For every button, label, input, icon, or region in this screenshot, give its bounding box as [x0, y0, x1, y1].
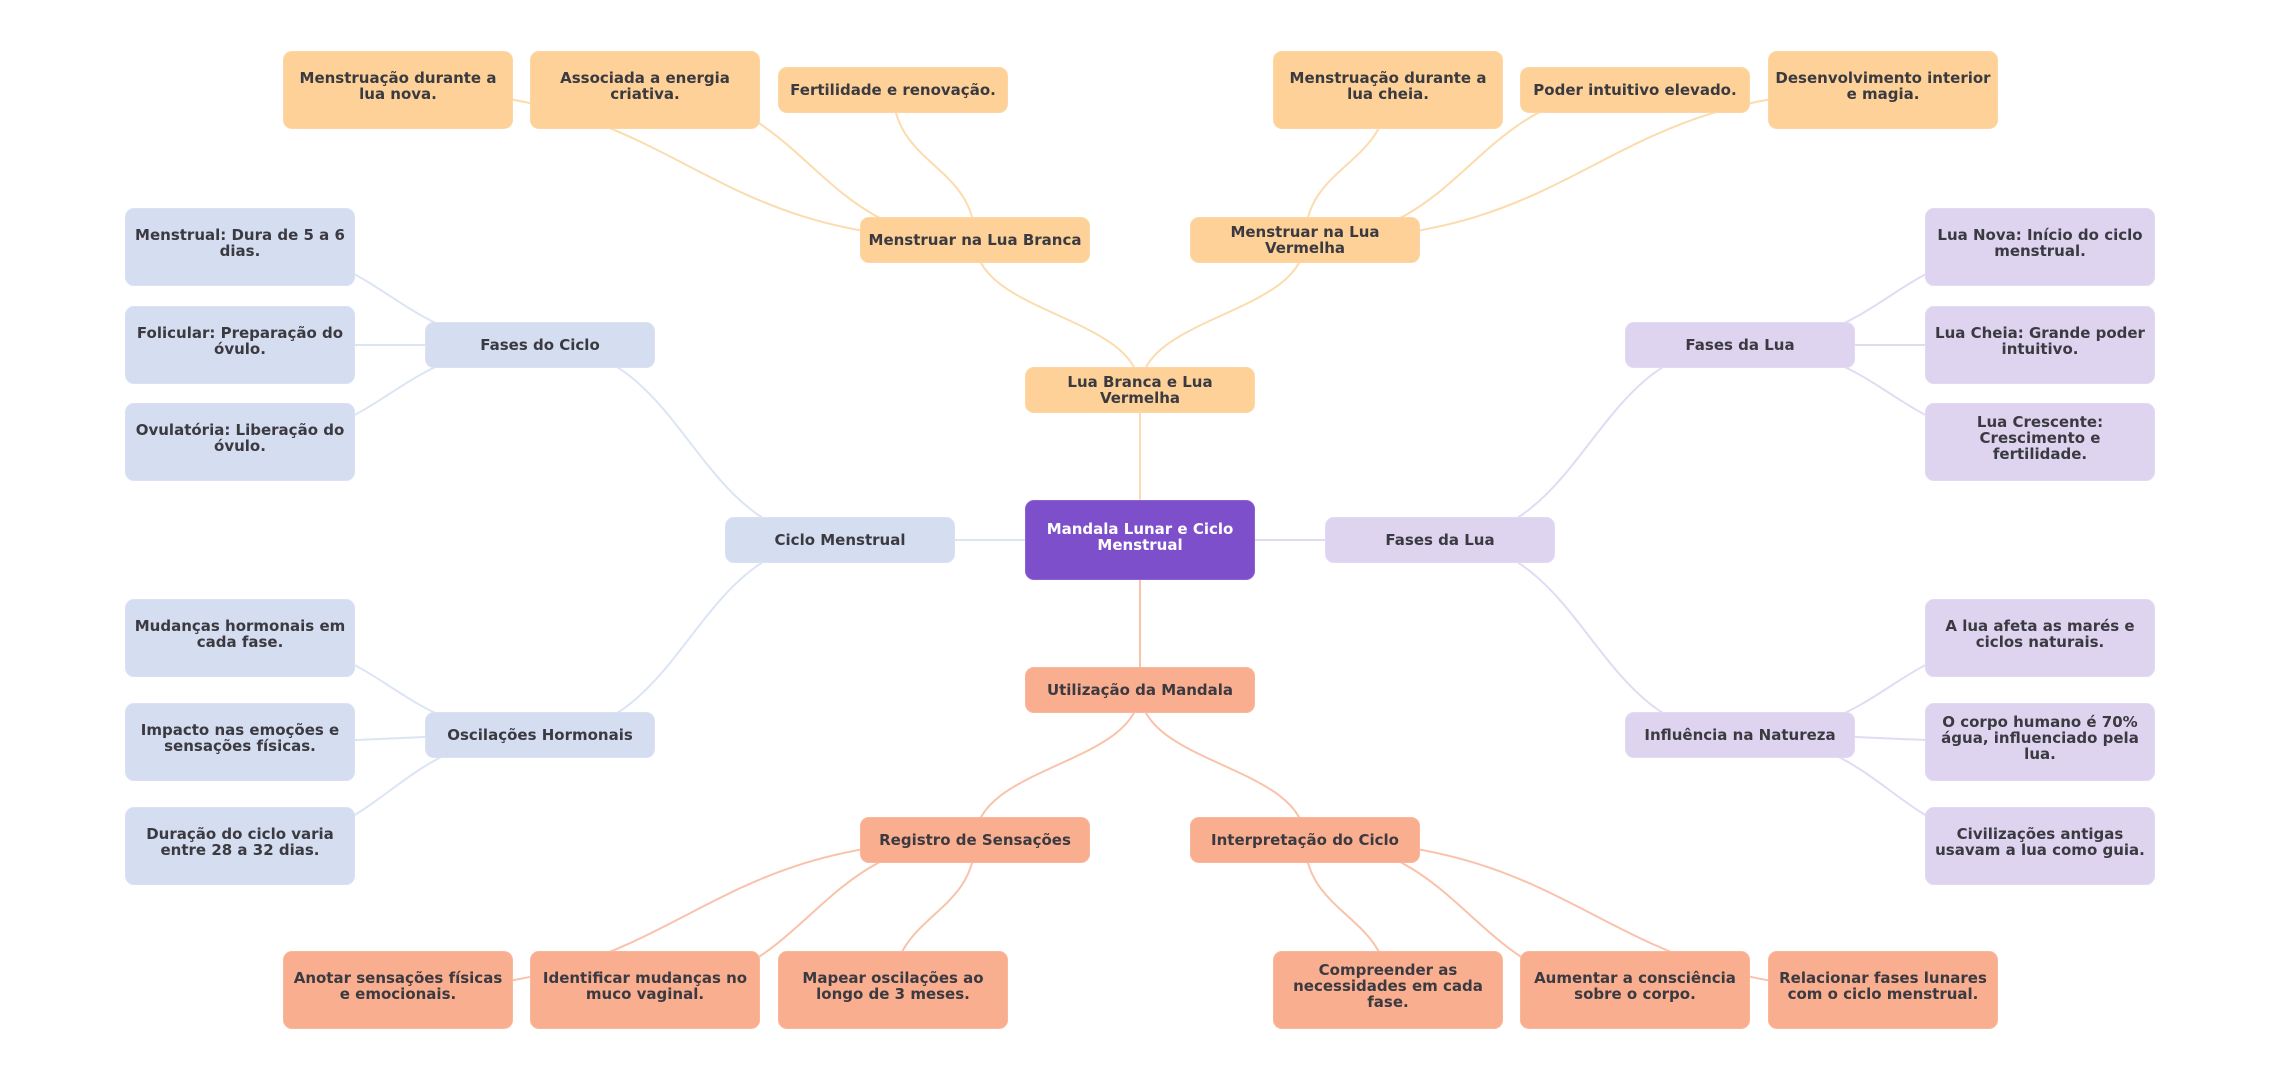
node-label: Fases do Ciclo	[480, 336, 600, 354]
leaf-node[interactable]: Lua Nova: Início do ciclo menstrual.	[1925, 208, 2155, 286]
leaf-node[interactable]: Menstruação durante a lua cheia.	[1273, 51, 1503, 129]
subtopic-node-influencia-natureza[interactable]: Influência na Natureza	[1625, 712, 1855, 758]
node-label: Fases da Lua	[1685, 336, 1795, 354]
node-label: Interpretação do Ciclo	[1211, 831, 1399, 849]
connector-ciclo_menstrual-oscilacoes	[539, 539, 841, 736]
node-label: Fertilidade e renovação.	[790, 81, 996, 99]
subtopic-node-menstruar-lua-branca[interactable]: Menstruar na Lua Branca	[860, 217, 1090, 263]
topic-node-utilizacao-mandala[interactable]: Utilização da Mandala	[1025, 667, 1255, 713]
subtopic-node-interpretacao-ciclo[interactable]: Interpretação do Ciclo	[1190, 817, 1420, 863]
leaf-node[interactable]: Mudanças hormonais em cada fase.	[125, 599, 355, 677]
node-label: O corpo humano é 70% água, influenciado …	[1941, 713, 2139, 763]
subtopic-node-fases-da-lua[interactable]: Fases da Lua	[1625, 322, 1855, 368]
leaf-node[interactable]: Ovulatória: Liberação do óvulo.	[125, 403, 355, 481]
node-label: Lua Nova: Início do ciclo menstrual.	[1937, 226, 2143, 260]
subtopic-node-menstruar-lua-vermelha[interactable]: Menstruar na Lua Vermelha	[1190, 217, 1420, 263]
node-label: Fases da Lua	[1385, 531, 1495, 549]
node-label: Ovulatória: Liberação do óvulo.	[135, 421, 345, 455]
leaf-node[interactable]: Menstruação durante a lua nova.	[283, 51, 513, 129]
leaf-node[interactable]: Poder intuitivo elevado.	[1520, 67, 1750, 113]
leaf-node[interactable]: O corpo humano é 70% água, influenciado …	[1925, 703, 2155, 781]
node-label: Associada a energia criativa.	[560, 69, 730, 103]
connector-lua_branca_vermelha-menstruar_vermelha	[1139, 239, 1306, 391]
leaf-node[interactable]: Lua Crescente: Crescimento e fertilidade…	[1925, 403, 2155, 481]
node-label: Duração do ciclo varia entre 28 a 32 dia…	[146, 825, 334, 859]
leaf-node[interactable]: Aumentar a consciência sobre o corpo.	[1520, 951, 1750, 1029]
node-label: Lua Crescente: Crescimento e fertilidade…	[1976, 413, 2104, 463]
leaf-node[interactable]: Impacto nas emoções e sensações físicas.	[125, 703, 355, 781]
leaf-node[interactable]: Folicular: Preparação do óvulo.	[125, 306, 355, 384]
node-label: Oscilações Hormonais	[447, 726, 633, 744]
node-label: Anotar sensações físicas e emocionais.	[293, 969, 503, 1003]
leaf-node[interactable]: A lua afeta as marés e ciclos naturais.	[1925, 599, 2155, 677]
node-label: Mandala Lunar e Ciclo Menstrual	[1046, 520, 1234, 554]
node-label: Menstrual: Dura de 5 a 6 dias.	[135, 226, 345, 260]
central-topic-node[interactable]: Mandala Lunar e Ciclo Menstrual	[1025, 500, 1255, 580]
node-label: Menstruação durante a lua nova.	[299, 69, 497, 103]
node-label: Mapear oscilações ao longo de 3 meses.	[802, 969, 984, 1003]
leaf-node[interactable]: Duração do ciclo varia entre 28 a 32 dia…	[125, 807, 355, 885]
node-label: Ciclo Menstrual	[774, 531, 906, 549]
node-label: Poder intuitivo elevado.	[1533, 81, 1737, 99]
leaf-node[interactable]: Fertilidade e renovação.	[778, 67, 1008, 113]
leaf-node[interactable]: Civilizações antigas usavam a lua como g…	[1925, 807, 2155, 885]
topic-node-lua-branca-vermelha[interactable]: Lua Branca e Lua Vermelha	[1025, 367, 1255, 413]
connector-lua_branca_vermelha-menstruar_branca	[974, 239, 1141, 391]
node-label: Lua Branca e Lua Vermelha	[1067, 373, 1213, 407]
leaf-node[interactable]: Identificar mudanças no muco vaginal.	[530, 951, 760, 1029]
node-label: Identificar mudanças no muco vaginal.	[542, 969, 748, 1003]
node-label: Utilização da Mandala	[1046, 681, 1234, 699]
node-label: Folicular: Preparação do óvulo.	[136, 324, 344, 358]
node-label: Registro de Sensações	[879, 831, 1071, 849]
node-label: Impacto nas emoções e sensações físicas.	[140, 721, 340, 755]
connector-ciclo_menstrual-fases_ciclo	[539, 344, 841, 541]
topic-node-ciclo-menstrual[interactable]: Ciclo Menstrual	[725, 517, 955, 563]
node-label: Menstruar na Lua Branca	[868, 231, 1082, 249]
node-label: Compreender as necessidades em cada fase…	[1293, 961, 1483, 1011]
node-label: Desenvolvimento interior e magia.	[1775, 69, 1991, 103]
connector-fases_lua_main-influencia	[1439, 539, 1741, 736]
node-label: A lua afeta as marés e ciclos naturais.	[1945, 617, 2135, 651]
leaf-node[interactable]: Anotar sensações físicas e emocionais.	[283, 951, 513, 1029]
leaf-node[interactable]: Menstrual: Dura de 5 a 6 dias.	[125, 208, 355, 286]
connector-utilizacao-interpretacao	[1139, 689, 1306, 841]
leaf-node[interactable]: Desenvolvimento interior e magia.	[1768, 51, 1998, 129]
connector-utilizacao-registro	[974, 689, 1141, 841]
leaf-node[interactable]: Lua Cheia: Grande poder intuitivo.	[1925, 306, 2155, 384]
node-label: Lua Cheia: Grande poder intuitivo.	[1935, 324, 2145, 358]
connector-fases_lua_main-fases_lua	[1439, 344, 1741, 541]
node-label: Mudanças hormonais em cada fase.	[134, 617, 346, 651]
subtopic-node-oscilacoes-hormonais[interactable]: Oscilações Hormonais	[425, 712, 655, 758]
subtopic-node-registro-sensacoes[interactable]: Registro de Sensações	[860, 817, 1090, 863]
leaf-node[interactable]: Associada a energia criativa.	[530, 51, 760, 129]
topic-node-fases-da-lua[interactable]: Fases da Lua	[1325, 517, 1555, 563]
connector-menstruar_branca-branca_3	[892, 89, 976, 241]
node-label: Influência na Natureza	[1644, 726, 1836, 744]
node-label: Relacionar fases lunares com o ciclo men…	[1779, 969, 1987, 1003]
node-label: Civilizações antigas usavam a lua como g…	[1935, 825, 2145, 859]
leaf-node[interactable]: Mapear oscilações ao longo de 3 meses.	[778, 951, 1008, 1029]
leaf-node[interactable]: Compreender as necessidades em cada fase…	[1273, 951, 1503, 1029]
node-label: Menstruação durante a lua cheia.	[1289, 69, 1487, 103]
node-label: Aumentar a consciência sobre o corpo.	[1534, 969, 1736, 1003]
leaf-node[interactable]: Relacionar fases lunares com o ciclo men…	[1768, 951, 1998, 1029]
subtopic-node-fases-do-ciclo[interactable]: Fases do Ciclo	[425, 322, 655, 368]
node-label: Menstruar na Lua Vermelha	[1230, 223, 1380, 257]
